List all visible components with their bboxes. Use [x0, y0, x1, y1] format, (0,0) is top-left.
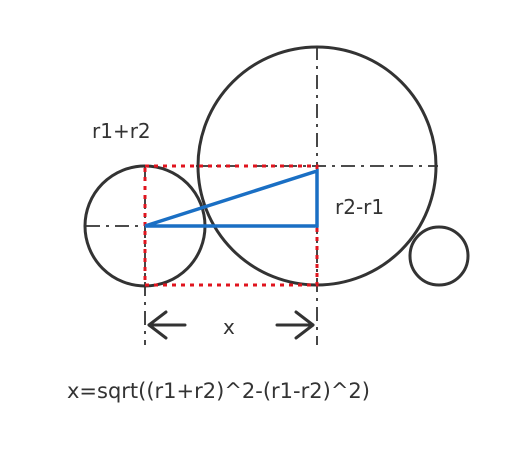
formula-text: x=sqrt((r1+r2)^2-(r1-r2)^2): [67, 379, 370, 403]
diff-radii-label: r2-r1: [335, 195, 384, 219]
right-triangle: [144, 168, 319, 228]
tiny-circle: [408, 225, 470, 287]
sum-radii-label: r1+r2: [92, 119, 151, 143]
dimension-arrows: [147, 310, 315, 340]
distance-label: x: [223, 315, 235, 339]
